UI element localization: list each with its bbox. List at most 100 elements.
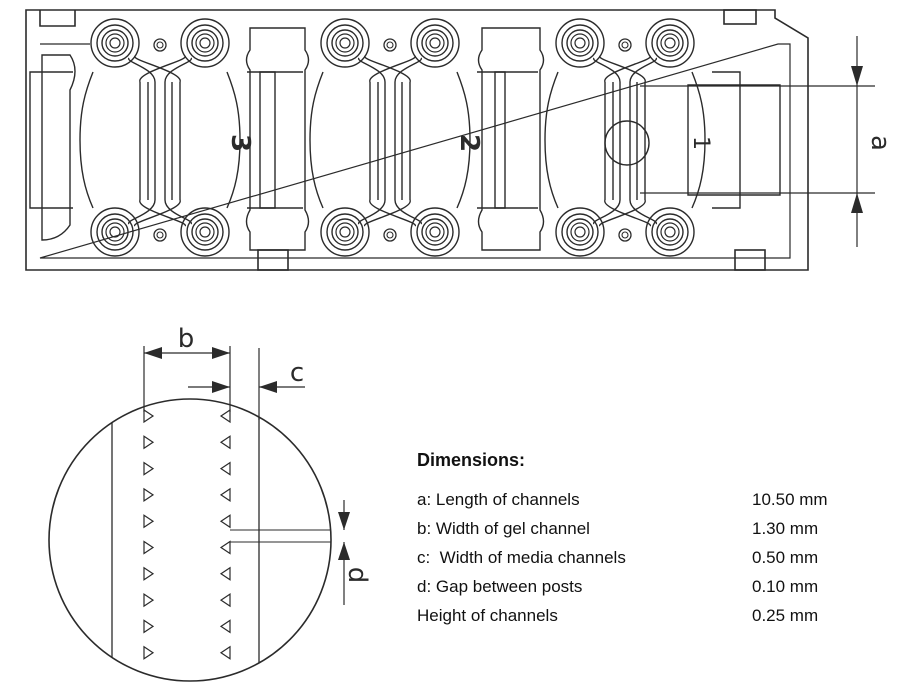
post-right	[219, 619, 231, 634]
gel-inlet-curve	[128, 57, 156, 83]
vent-hole	[153, 38, 167, 52]
post-left	[143, 408, 155, 424]
gel-outlet-curve	[593, 199, 621, 225]
dimension-row-d: d: Gap between posts 0.10 mm	[417, 577, 857, 606]
dimension-row-c: c: Width of media channels 0.50 mm	[417, 548, 857, 577]
gel-inlet-curve	[394, 57, 422, 83]
well-left	[41, 54, 76, 241]
inlet-port	[180, 207, 230, 257]
gel-channel-posts	[143, 408, 231, 660]
inlet-port	[645, 18, 695, 68]
dimension-d-callout	[338, 500, 350, 605]
gel-outlet-curve	[394, 199, 422, 225]
media-crossover	[599, 199, 646, 227]
vent-hole	[153, 228, 167, 242]
chip-unit-1	[29, 18, 276, 257]
inlet-port	[90, 18, 140, 68]
post-right	[219, 645, 231, 660]
well-1	[245, 27, 310, 251]
dimension-label: a: Length of channels	[417, 490, 580, 509]
media-crossover	[604, 55, 651, 83]
post-left	[143, 592, 155, 608]
dimension-d-label: d	[342, 567, 372, 584]
inlet-port	[555, 18, 605, 68]
inlet-port	[320, 207, 370, 257]
post-right	[219, 540, 231, 555]
inlet-port	[180, 18, 230, 68]
inlet-port	[555, 207, 605, 257]
dimension-label: c: Width of media channels	[417, 548, 626, 567]
reservoir-right	[712, 71, 741, 209]
chip-unit-2	[259, 18, 506, 257]
zoom-detail	[48, 398, 332, 682]
post-right	[219, 408, 231, 424]
chip-number-2: 2	[454, 134, 484, 152]
post-left	[143, 487, 155, 503]
dimension-label: d: Gap between posts	[417, 577, 583, 596]
dimension-c-callout	[188, 348, 305, 420]
post-left	[143, 435, 155, 450]
gel-outlet-curve	[358, 199, 386, 225]
chip-number-3: 3	[225, 134, 255, 152]
gel-outlet-curve	[629, 199, 657, 225]
dimension-value: 0.10 mm	[752, 577, 819, 596]
media-crossover	[604, 199, 651, 227]
media-crossover	[599, 55, 646, 83]
dimension-c-label: c	[290, 358, 304, 388]
dimension-label: b: Width of gel channel	[417, 519, 590, 538]
reservoir-left	[259, 71, 303, 209]
media-channel-right	[691, 71, 706, 209]
vent-hole	[618, 228, 632, 242]
media-channel-right	[456, 71, 471, 209]
reservoir-right	[477, 71, 506, 209]
dimension-a-callout	[640, 36, 875, 247]
dimension-value: 1.30 mm	[752, 519, 819, 538]
dimension-label: Height of channels	[417, 606, 558, 625]
dimension-a-label: a	[865, 135, 895, 151]
post-right	[219, 514, 231, 529]
post-right	[219, 487, 231, 503]
dimension-b-label: b	[178, 324, 195, 354]
media-crossover	[369, 55, 416, 83]
media-channel-left	[309, 71, 324, 209]
post-left	[143, 645, 155, 660]
media-crossover	[364, 55, 411, 83]
post-left	[143, 619, 155, 634]
media-crossover	[369, 199, 416, 227]
media-channel-left	[544, 71, 559, 209]
media-crossover	[364, 199, 411, 227]
media-crossover	[139, 55, 186, 83]
well-2	[477, 27, 545, 251]
reservoir-left	[29, 71, 73, 209]
gel-outlet-curve	[128, 199, 156, 225]
post-right	[219, 566, 231, 581]
post-right	[219, 592, 231, 608]
media-channel-right	[226, 71, 241, 209]
reservoir-left	[494, 71, 538, 209]
gel-inlet-curve	[629, 57, 657, 83]
dimension-row-height: Height of channels 0.25 mm	[417, 606, 857, 635]
gel-outlet-curve	[164, 199, 192, 225]
inlet-port	[320, 18, 370, 68]
dimension-row-a: a: Length of channels 10.50 mm	[417, 490, 857, 519]
post-left	[143, 566, 155, 581]
gel-inlet-curve	[164, 57, 192, 83]
dimension-value: 0.25 mm	[752, 606, 819, 625]
inlet-port	[410, 207, 460, 257]
post-right	[219, 435, 231, 450]
dimension-row-b: b: Width of gel channel 1.30 mm	[417, 519, 857, 548]
post-left	[143, 461, 155, 476]
chip-unit-3	[494, 18, 741, 257]
inlet-port	[645, 207, 695, 257]
chip-number-1: 1	[688, 136, 713, 150]
dimension-b-callout	[143, 346, 231, 412]
dimension-value: 0.50 mm	[752, 548, 819, 567]
gel-inlet-curve	[593, 57, 621, 83]
media-crossover	[134, 55, 181, 83]
post-left	[143, 540, 155, 555]
well-3	[687, 84, 781, 196]
post-left	[143, 514, 155, 529]
media-channel-left	[79, 71, 94, 209]
